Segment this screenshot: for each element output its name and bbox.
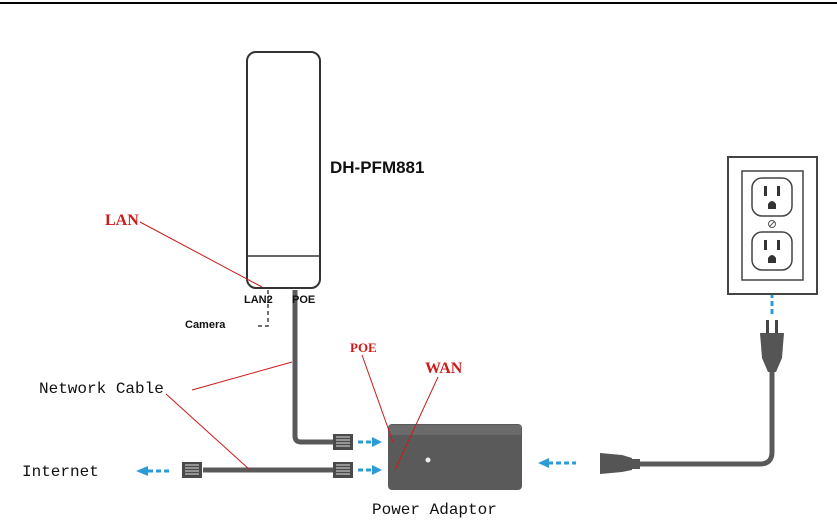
network-cable-label: Network Cable bbox=[39, 381, 164, 397]
camera-label: Camera bbox=[185, 320, 225, 331]
callout-line-poe bbox=[362, 355, 393, 442]
rj45-connector-poe bbox=[333, 434, 353, 450]
lan-callout: LAN bbox=[105, 213, 139, 229]
wall-outlet bbox=[728, 157, 817, 294]
wan-callout: WAN bbox=[425, 361, 462, 377]
callout-line-cable-bottom bbox=[166, 394, 250, 470]
poe-port-label: POE bbox=[292, 295, 315, 306]
device-model-label: DH-PFM881 bbox=[330, 159, 424, 176]
ac-cord bbox=[640, 372, 772, 464]
arrowhead-power bbox=[538, 458, 549, 468]
power-adaptor-label: Power Adaptor bbox=[372, 502, 497, 518]
callout-line-cable-top bbox=[192, 362, 292, 390]
poe-cable bbox=[295, 290, 334, 442]
internet-label: Internet bbox=[22, 464, 99, 480]
rj45-connector-wan bbox=[333, 462, 353, 478]
cpe-device bbox=[247, 52, 320, 288]
arrowhead-wan bbox=[372, 465, 382, 475]
wall-plug bbox=[760, 320, 784, 372]
arrowhead-poe bbox=[372, 437, 382, 447]
rj45-connector-internet bbox=[182, 462, 202, 478]
arrowhead-internet bbox=[136, 466, 148, 476]
poe-callout: POE bbox=[350, 341, 377, 354]
ac-plug-adaptor-side bbox=[600, 453, 640, 474]
power-adaptor-box bbox=[388, 424, 522, 490]
lan2-port-label: LAN2 bbox=[244, 295, 273, 306]
callout-line-lan bbox=[140, 222, 262, 287]
